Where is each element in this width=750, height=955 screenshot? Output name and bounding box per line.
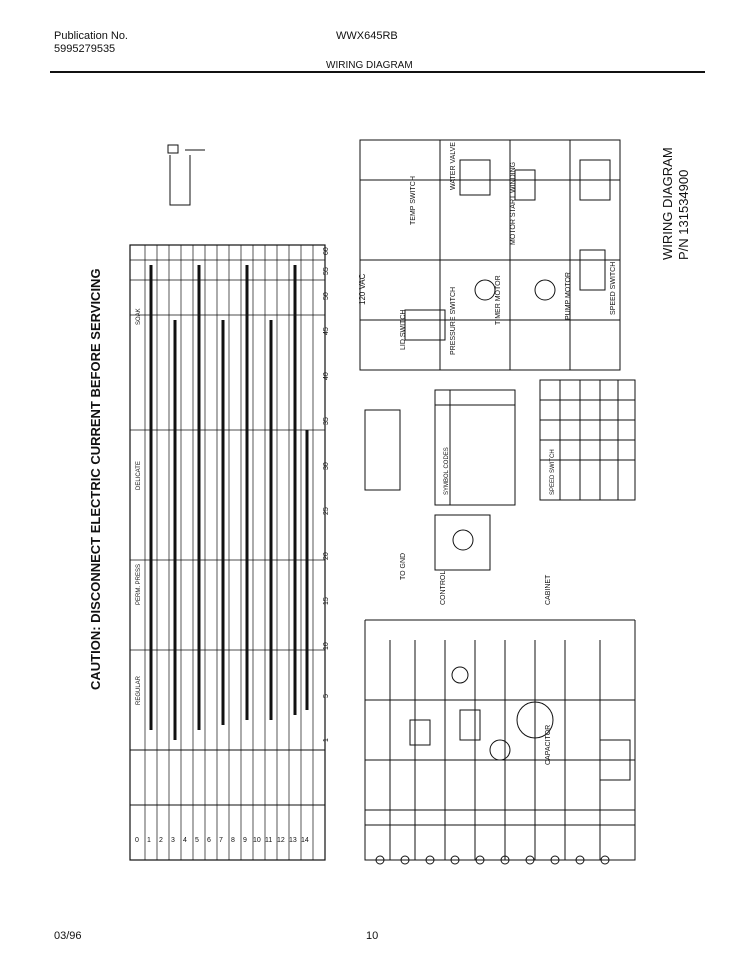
publication-label: Publication No. — [54, 30, 128, 42]
chart-increment: 10 — [323, 642, 330, 650]
chart-increment: 50 — [323, 292, 330, 300]
wiring-diagram: CAUTION: DISCONNECT ELECTRIC CURRENT BEF… — [88, 139, 691, 865]
chart-increment: 30 — [323, 462, 330, 470]
chart-row-number: 5 — [195, 837, 199, 844]
chart-row-number: 11 — [265, 837, 272, 844]
chart-increment: 60 — [323, 247, 330, 255]
chart-row-number: 1 — [147, 837, 151, 844]
chart-row-number: 13 — [289, 837, 297, 844]
chart-row-number: 12 — [277, 837, 285, 844]
label-pressure-switch: PRESSURE SWITCH — [450, 287, 457, 355]
chart-row-number: 14 — [301, 837, 309, 844]
label-lid-switch: LID SWITCH — [400, 310, 407, 350]
speed-table-title: SPEED SWITCH — [550, 449, 556, 495]
chart-row-number: 4 — [183, 837, 187, 844]
model-number: WWX645RB — [336, 30, 398, 42]
chart-increment: 15 — [323, 597, 330, 605]
label-motor-start-winding: MOTOR START WINDING — [510, 162, 517, 245]
spray-detail — [167, 144, 205, 206]
label-capacitor: CAPACITOR — [545, 725, 552, 765]
label-pump-motor: PUMP MOTOR — [565, 272, 572, 320]
motor-schematic — [359, 139, 621, 371]
symbol-legend: SYMBOL CODES — [434, 389, 516, 506]
label-ground: TO GND — [400, 553, 407, 580]
label-temp-switch: TEMP SWITCH — [410, 176, 417, 225]
chart-row-number: 0 — [135, 837, 139, 844]
label-cabinet: CABINET — [545, 574, 552, 605]
label-timer-motor: TIMER MOTOR — [495, 275, 502, 325]
label-control: CONTROL — [440, 571, 447, 605]
timer-plug — [364, 409, 491, 571]
main-schematic — [364, 619, 636, 861]
chart-row-number: 10 — [253, 837, 261, 844]
chart-increment: 45 — [323, 327, 330, 335]
part-number: P/N 131534900 — [676, 170, 691, 260]
label-speed-switch: SPEED SWITCH — [610, 262, 617, 315]
label-water-valve: WATER VALVE — [450, 142, 457, 190]
chart-increment: 1 — [323, 738, 330, 742]
publication-number: 5995279535 — [54, 43, 116, 55]
chart-row-number: 9 — [243, 837, 247, 844]
chart-col-perm-press: PERM. PRESS — [136, 564, 142, 605]
terminal-row — [365, 824, 635, 865]
chart-row-number: 3 — [171, 837, 175, 844]
chart-increment: 20 — [323, 552, 330, 560]
chart-col-soak: SOAK — [136, 308, 142, 325]
chart-row-number: 8 — [231, 837, 235, 844]
chart-col-delicate: DELICATE — [136, 461, 142, 490]
speed-table: SPEED SWITCH — [539, 379, 636, 501]
chart-col-regular: REGULAR — [136, 675, 142, 705]
chart-increment: 25 — [323, 507, 330, 515]
timer-chart: REGULAR PERM. PRESS DELICATE SOAK 1 5 10… — [129, 244, 330, 861]
chart-row-number: 2 — [159, 837, 163, 844]
label-120vac: 120 VAC — [358, 273, 367, 305]
symbol-legend-title: SYMBOL CODES — [444, 447, 450, 495]
caution-text: CAUTION: DISCONNECT ELECTRIC CURRENT BEF… — [88, 268, 103, 690]
chart-increment: 40 — [323, 372, 330, 380]
wiring-title: WIRING DIAGRAM — [660, 147, 675, 260]
chart-row-number: 6 — [207, 837, 211, 844]
page-title: WIRING DIAGRAM — [326, 60, 413, 71]
title-rule — [50, 71, 705, 73]
chart-increment: 5 — [323, 694, 330, 698]
chart-increment: 35 — [323, 417, 330, 425]
chart-row-number: 7 — [219, 837, 223, 844]
footer-date: 03/96 — [54, 930, 82, 942]
footer-page-number: 10 — [366, 930, 379, 942]
chart-increment: 55 — [323, 267, 330, 275]
